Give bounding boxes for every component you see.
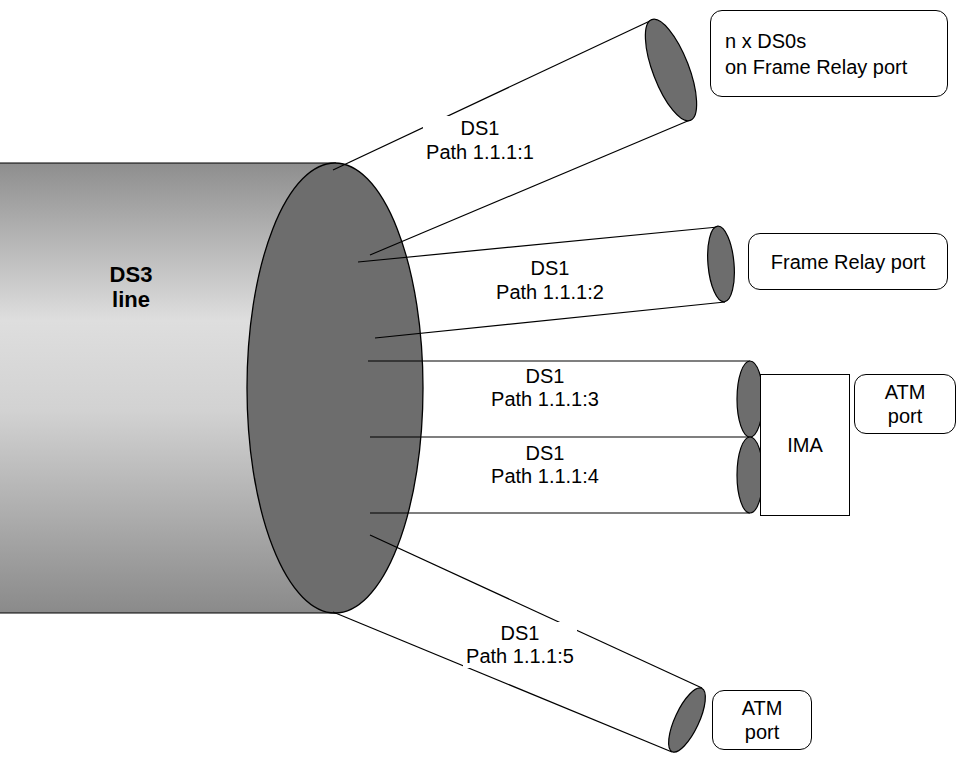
box-text: Frame Relay port xyxy=(771,250,926,274)
tube-end xyxy=(661,683,712,757)
port-box: Frame Relay port xyxy=(748,233,948,290)
path-text: DS3 line xyxy=(110,262,153,312)
line-label: DS3 line xyxy=(110,262,153,312)
path-label: DS1 Path 1.1.1:1 xyxy=(423,116,537,164)
path-text: DS1 Path 1.1.1:2 xyxy=(493,256,607,304)
cylinder-edge xyxy=(0,612,336,613)
path-label: DS1 Path 1.1.1:5 xyxy=(463,622,577,668)
box-text: IMA xyxy=(787,433,823,457)
box-text: n x DS0s on Frame Relay port xyxy=(725,28,907,80)
path-text: DS1 Path 1.1.1:1 xyxy=(423,116,537,164)
cylinder-face xyxy=(247,163,423,613)
cylinder-edge xyxy=(0,162,336,163)
path-text: DS1 Path 1.1.1:3 xyxy=(488,365,602,411)
tube-line xyxy=(333,20,652,170)
tube-line xyxy=(370,436,750,437)
path-text: DS1 Path 1.1.1:4 xyxy=(488,442,602,488)
tube-line xyxy=(333,612,672,752)
port-box: ATM port xyxy=(854,374,956,434)
port-box: n x DS0s on Frame Relay port xyxy=(710,10,948,97)
tube-line xyxy=(370,535,702,688)
path-text: DS1 Path 1.1.1:5 xyxy=(463,622,577,668)
box-text: ATM port xyxy=(727,696,797,744)
tube-line xyxy=(368,360,750,361)
path-label: DS1 Path 1.1.1:4 xyxy=(488,442,602,488)
tube-end xyxy=(635,13,707,127)
tube-line xyxy=(375,302,725,338)
path-label: DS1 Path 1.1.1:2 xyxy=(493,256,607,304)
tube-end xyxy=(705,225,738,303)
path-label: DS1 Path 1.1.1:3 xyxy=(488,365,602,411)
box-text: ATM port xyxy=(869,380,941,428)
port-box: ATM port xyxy=(712,690,812,750)
tube-line xyxy=(370,512,750,513)
ima-box: IMA xyxy=(760,374,850,516)
